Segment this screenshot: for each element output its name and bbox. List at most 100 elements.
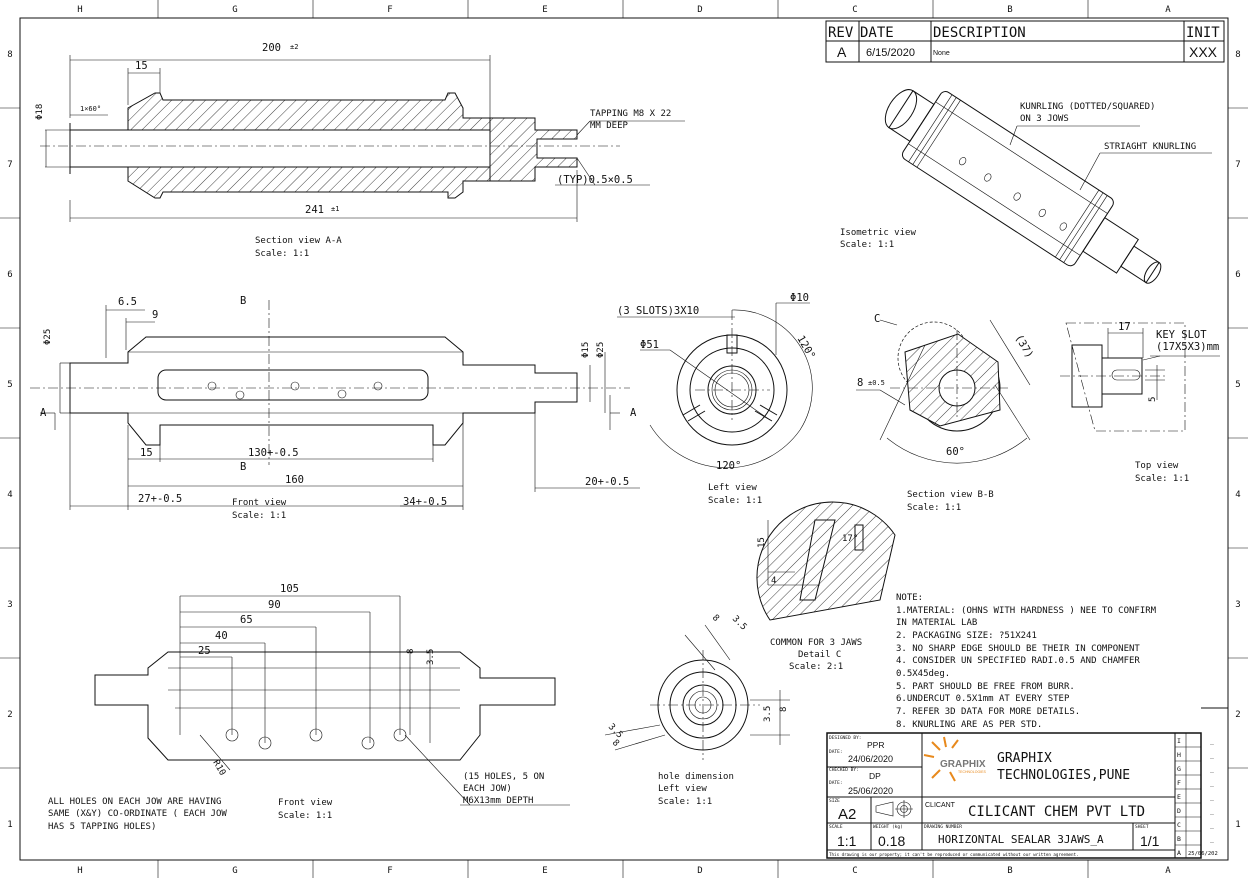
holes-coordinate-note: ALL HOLES ON EACH JOW ARE HAVING [48, 797, 221, 807]
zone-number: 5 [7, 380, 12, 390]
hole-dimension-heading: hole dimension [658, 772, 734, 782]
note-line: 2. PACKAGING SIZE: ?51X241 [896, 631, 1037, 641]
holes-note-depth: M6X13mm DEPTH [463, 796, 533, 806]
drawing-number: HORIZONTAL SEALAR 3JAWS_A [938, 833, 1104, 846]
revision-letter: I [1177, 737, 1181, 745]
zone-number: 3 [7, 600, 12, 610]
slots-callout: (3 SLOTS)3X10 [617, 305, 699, 317]
designed-by: PPR [867, 740, 884, 750]
company-location: TECHNOLOGIES,PUNE [997, 768, 1130, 783]
view-title: Top view [1135, 461, 1179, 471]
checked-by: DP [869, 771, 881, 781]
zone-number: 3 [1235, 600, 1240, 610]
description-header: DESCRIPTION [933, 25, 1026, 41]
view-title: Left view [658, 784, 707, 794]
view-scale: Scale: 1:1 [232, 511, 286, 521]
zone-letter: E [542, 5, 547, 15]
client-label: CLICANT [925, 802, 956, 809]
revision-value: _ [1210, 821, 1214, 829]
revision-value: _ [1210, 765, 1214, 773]
view-scale: Scale: 1:1 [255, 249, 309, 259]
straight-knurling-note: STRIAGHT KNURLING [1104, 142, 1196, 152]
revision-value: _ [1210, 807, 1214, 815]
note-line: 5. PART SHOULD BE FREE FROM BURR. [896, 682, 1075, 692]
dim-dia25-right: Φ25 [596, 342, 606, 358]
revision-value: _ [1210, 793, 1214, 801]
dim-3-5-top: 3.5 [730, 614, 749, 633]
drawing-number-label: DRAWING NUMBER [924, 824, 962, 830]
dim-20: 20+-0.5 [585, 476, 629, 488]
zone-number: 7 [7, 160, 12, 170]
angle-17: 17° [842, 534, 858, 544]
view-title: Front view [278, 798, 333, 808]
note-line: 6.UNDERCUT 0.5X1mm AT EVERY STEP [896, 694, 1070, 704]
svg-text:TECHNOLOGIES: TECHNOLOGIES [958, 770, 986, 774]
angle-120-top: 120° [794, 334, 817, 362]
view-title: Left view [708, 483, 757, 493]
note-line: 1.MATERIAL: (OHNS WITH HARDNESS ) NEE TO… [896, 606, 1157, 616]
dim-160: 160 [285, 474, 304, 486]
common-for-3-jaws: COMMON FOR 3 JAWS [770, 638, 862, 648]
projection-symbol-icon [875, 800, 913, 818]
checked-by-label: CHECKED BY: [829, 767, 859, 773]
view-scale: Scale: 1:1 [658, 797, 712, 807]
dim-6-5: 6.5 [118, 296, 137, 308]
zone-letter: D [697, 866, 702, 876]
detail-c-view: 15 4 17° COMMON FOR 3 JAWS Detail C Scal… [756, 501, 896, 672]
left-view: (3 SLOTS)3X10 Φ10 Φ51 120° 120° Left vie… [617, 292, 817, 506]
dim-8-right: 8 [779, 707, 789, 712]
section-view-a-a: 200 ±2 15 Φ18 1×60° TAPPING M8 X 22 MM D… [35, 42, 685, 259]
title-block: DESIGNED BY: PPR DATE: 24/06/2020 CHECKE… [826, 707, 1228, 859]
revision-letter: H [1177, 751, 1181, 759]
radius-r10: R10 [210, 759, 227, 778]
graphix-logo: GRAPHIX TECHNOLOGIES [923, 736, 986, 782]
sheet-label: SHEET [1135, 824, 1149, 830]
designed-by-label: DESIGNED BY: [829, 735, 862, 741]
rev-header: REV [828, 25, 854, 41]
dim-37: (37) [1012, 333, 1035, 361]
dim-105: 105 [280, 583, 299, 595]
dim-dia25-left: Φ25 [43, 329, 53, 345]
dim-8-left: 8 [610, 738, 621, 749]
dim-27: 27+-0.5 [138, 493, 182, 505]
zone-letter: G [232, 5, 237, 15]
zone-letter: B [1007, 866, 1012, 876]
revision-letter: G [1177, 765, 1181, 773]
view-title: Detail C [798, 650, 841, 660]
dim-200: 200 [262, 42, 281, 54]
note-line: IN MATERIAL LAB [896, 618, 977, 628]
note-line: 3. NO SHARP EDGE SHOULD BE THEIR IN COMP… [896, 644, 1140, 654]
holes-note-each-jaw: EACH JOW) [463, 784, 512, 794]
dim-17: 17 [1118, 321, 1131, 333]
zone-number: 1 [7, 820, 12, 830]
dim-8-top: 8 [710, 613, 721, 624]
rev-init: XXX [1189, 44, 1218, 60]
client-name: CILICANT CHEM PVT LTD [968, 804, 1145, 820]
weight-label: WEIGHT (kg) [873, 824, 903, 830]
drawing-scale: 1:1 [837, 833, 857, 849]
zone-letter: F [387, 5, 392, 15]
notes-heading: NOTE: [896, 593, 923, 603]
view-scale: Scale: 1:1 [278, 811, 332, 821]
date1-label: DATE: [829, 749, 843, 755]
top-view: 17 KEY SLOT (17X5X3)mm 5 Top view Scale:… [1060, 321, 1220, 484]
section-b-label-bottom: B [240, 461, 246, 473]
zone-number: 4 [1235, 490, 1240, 500]
dim-130: 130+-0.5 [248, 447, 299, 459]
dim-25: 25 [198, 645, 211, 657]
weight-value: 0.18 [878, 833, 905, 849]
revision-letter: D [1177, 807, 1181, 815]
revision-table: REV DATE DESCRIPTION INIT A 6/15/2020 No… [825, 20, 1225, 63]
date2-label: DATE: [829, 780, 843, 786]
zone-number: 6 [1235, 270, 1240, 280]
note-line: 4. CONSIDER UN SPECIFIED RADI.0.5 AND CH… [896, 656, 1140, 666]
typ-chamfer: (TYP)0.5×0.5 [557, 174, 633, 186]
scale-label: SCALE [829, 824, 843, 830]
dim-9: 9 [152, 309, 158, 321]
note-line: 8. KNURLING ARE AS PER STD. [896, 720, 1042, 730]
revision-letter: B [1177, 835, 1181, 843]
angle-120-bottom: 120° [716, 460, 741, 472]
view-title: Section view A-A [255, 236, 342, 246]
